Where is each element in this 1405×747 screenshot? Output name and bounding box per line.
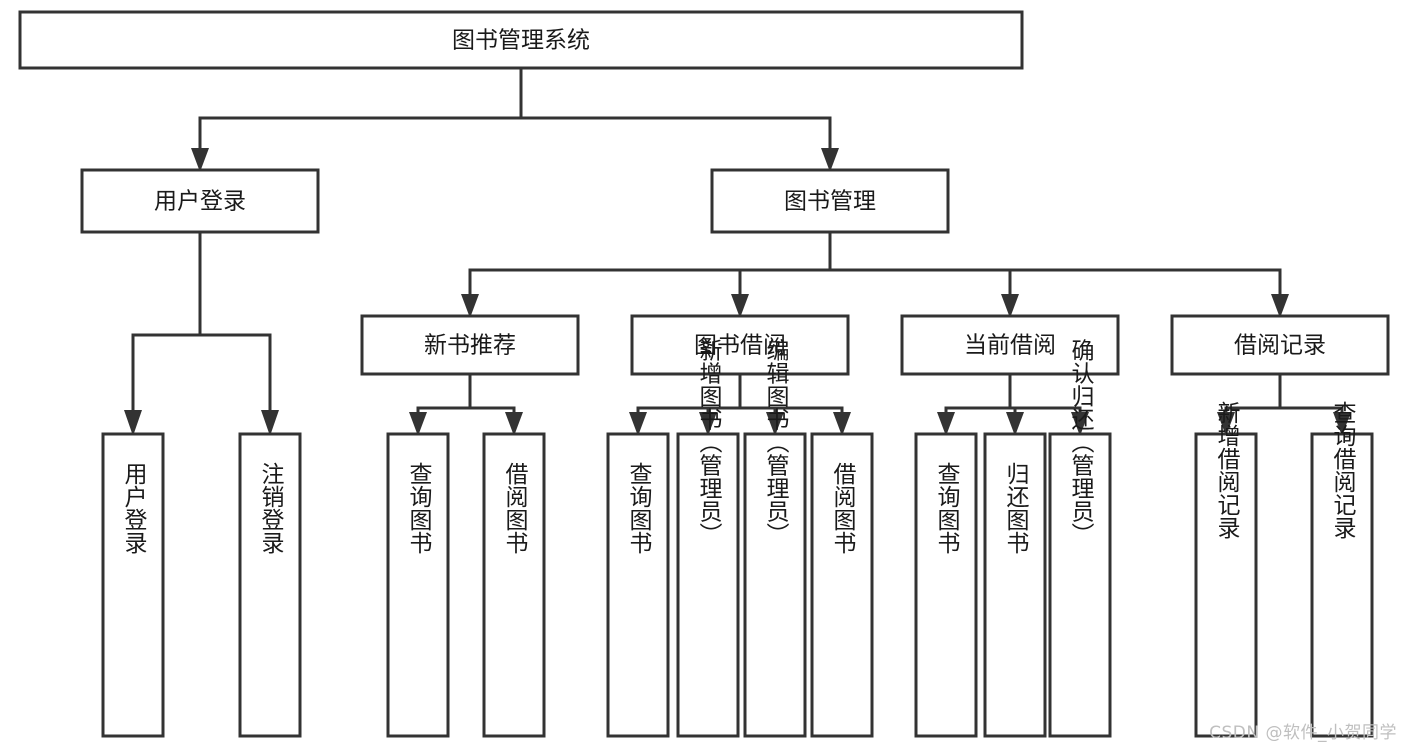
node-leaf-add-record-box[interactable] bbox=[1194, 432, 1258, 738]
node-book-borrow-box[interactable] bbox=[630, 314, 850, 376]
arrow-head-leaf-user-login bbox=[124, 410, 142, 436]
node-leaf-edit-book-label: 编辑图书（管理员） bbox=[762, 339, 790, 546]
node-borrow-record-label: 借阅记录 bbox=[1234, 333, 1326, 359]
node-leaf-query-book-3-box[interactable] bbox=[914, 432, 978, 738]
node-user-login-label: 用户登录 bbox=[154, 189, 246, 215]
node-leaf-logout-box[interactable] bbox=[238, 432, 302, 738]
connector-recommend-group bbox=[409, 372, 523, 436]
arrow-head-return-book bbox=[1006, 412, 1024, 436]
arrow-head-b1 bbox=[505, 412, 523, 436]
node-leaf-query-book-3[interactable]: 查询图书 bbox=[914, 432, 978, 738]
connector-user-login-group bbox=[124, 230, 279, 436]
connector-root-to-level2 bbox=[191, 66, 839, 172]
node-leaf-query-book-2-box[interactable] bbox=[606, 432, 670, 738]
node-book-manage-label: 图书管理 bbox=[784, 189, 876, 215]
node-current-borrow-box[interactable] bbox=[900, 314, 1120, 376]
node-leaf-borrow-book-2-box[interactable] bbox=[810, 432, 874, 738]
arrow-head-borrow bbox=[731, 294, 749, 318]
node-leaf-query-book-1-label: 查询图书 bbox=[405, 462, 433, 554]
arrow-head-recommend bbox=[461, 294, 479, 318]
node-leaf-add-book-label: 新增图书（管理员） bbox=[695, 339, 723, 546]
node-leaf-query-book-3-label: 查询图书 bbox=[933, 462, 961, 554]
node-leaf-add-record-label: 新增借阅记录 bbox=[1213, 401, 1241, 539]
node-leaf-query-record-box[interactable] bbox=[1310, 432, 1374, 738]
node-leaf-user-login-label: 用户登录 bbox=[120, 462, 148, 554]
arrow-head-add-book bbox=[699, 412, 717, 436]
node-current-borrow-label: 当前借阅 bbox=[964, 333, 1056, 359]
node-book-manage[interactable]: 图书管理 bbox=[710, 168, 950, 234]
node-new-book-recommend-box[interactable] bbox=[360, 314, 580, 376]
arrow-head-confirm-return bbox=[1071, 412, 1089, 436]
node-leaf-user-login[interactable]: 用户登录 bbox=[101, 432, 165, 738]
arrow-head-user-login bbox=[191, 148, 209, 172]
connector-current-group bbox=[937, 372, 1089, 436]
arrow-head-leaf-logout bbox=[261, 410, 279, 436]
arrow-head-q3 bbox=[937, 412, 955, 436]
node-new-book-recommend[interactable]: 新书推荐 bbox=[360, 314, 580, 376]
node-leaf-query-record[interactable]: 查询借阅记录 bbox=[1310, 401, 1374, 738]
arrow-head-current bbox=[1001, 294, 1019, 318]
node-leaf-logout[interactable]: 注销登录 bbox=[238, 432, 302, 738]
node-leaf-query-book-1[interactable]: 查询图书 bbox=[386, 432, 450, 738]
node-leaf-confirm-return[interactable]: 确认归还（管理员） bbox=[1048, 339, 1112, 738]
node-book-borrow-label: 图书借阅 bbox=[694, 333, 786, 359]
arrow-head-add-record bbox=[1217, 412, 1235, 436]
arrow-head-q1 bbox=[409, 412, 427, 436]
node-leaf-query-book-2-label: 查询图书 bbox=[625, 462, 653, 554]
node-leaf-user-login-box[interactable] bbox=[101, 432, 165, 738]
arrow-head-record bbox=[1271, 294, 1289, 318]
arrow-head-edit-book bbox=[766, 412, 784, 436]
node-user-login[interactable]: 用户登录 bbox=[80, 168, 320, 234]
arrow-head-b2 bbox=[833, 412, 851, 436]
node-root-box[interactable] bbox=[18, 10, 1024, 70]
node-leaf-borrow-book-1-box[interactable] bbox=[482, 432, 546, 738]
node-user-login-box[interactable] bbox=[80, 168, 320, 234]
arrow-head-q2 bbox=[629, 412, 647, 436]
node-leaf-add-record[interactable]: 新增借阅记录 bbox=[1194, 401, 1258, 738]
node-leaf-logout-label: 注销登录 bbox=[257, 462, 285, 554]
node-borrow-record[interactable]: 借阅记录 bbox=[1170, 314, 1390, 376]
node-root[interactable]: 图书管理系统 bbox=[18, 10, 1024, 70]
connector-borrow-group bbox=[629, 372, 851, 436]
node-leaf-edit-book[interactable]: 编辑图书（管理员） bbox=[743, 339, 807, 738]
node-borrow-record-box[interactable] bbox=[1170, 314, 1390, 376]
arrow-head-query-record bbox=[1333, 412, 1351, 436]
node-leaf-add-book[interactable]: 新增图书（管理员） bbox=[676, 339, 740, 738]
node-book-borrow[interactable]: 图书借阅 bbox=[630, 314, 850, 376]
node-leaf-return-book[interactable]: 归还图书 bbox=[983, 432, 1047, 738]
node-leaf-edit-book-box[interactable] bbox=[743, 432, 807, 738]
node-book-manage-box[interactable] bbox=[710, 168, 950, 234]
node-leaf-confirm-return-box[interactable] bbox=[1048, 432, 1112, 738]
node-leaf-query-book-2[interactable]: 查询图书 bbox=[606, 432, 670, 738]
node-root-label: 图书管理系统 bbox=[452, 28, 590, 54]
connector-book-manage-to-level3 bbox=[461, 230, 1289, 318]
node-leaf-borrow-book-1[interactable]: 借阅图书 bbox=[482, 432, 546, 738]
node-leaf-borrow-book-1-label: 借阅图书 bbox=[501, 462, 529, 554]
node-leaf-return-book-box[interactable] bbox=[983, 432, 1047, 738]
node-leaf-borrow-book-2-label: 借阅图书 bbox=[829, 462, 857, 554]
arrow-head-book-manage bbox=[821, 148, 839, 172]
csdn-watermark: CSDN @软件_小贺同学 bbox=[1209, 723, 1397, 743]
node-leaf-borrow-book-2[interactable]: 借阅图书 bbox=[810, 432, 874, 738]
node-new-book-recommend-label: 新书推荐 bbox=[424, 333, 516, 359]
node-current-borrow[interactable]: 当前借阅 bbox=[900, 314, 1120, 376]
node-leaf-confirm-return-label: 确认归还（管理员） bbox=[1067, 339, 1095, 546]
node-leaf-query-book-1-box[interactable] bbox=[386, 432, 450, 738]
node-leaf-query-record-label: 查询借阅记录 bbox=[1329, 401, 1357, 539]
connector-record-group bbox=[1217, 372, 1351, 436]
node-leaf-return-book-label: 归还图书 bbox=[1002, 462, 1030, 554]
node-leaf-add-book-box[interactable] bbox=[676, 432, 740, 738]
connector-layer bbox=[124, 66, 1351, 436]
